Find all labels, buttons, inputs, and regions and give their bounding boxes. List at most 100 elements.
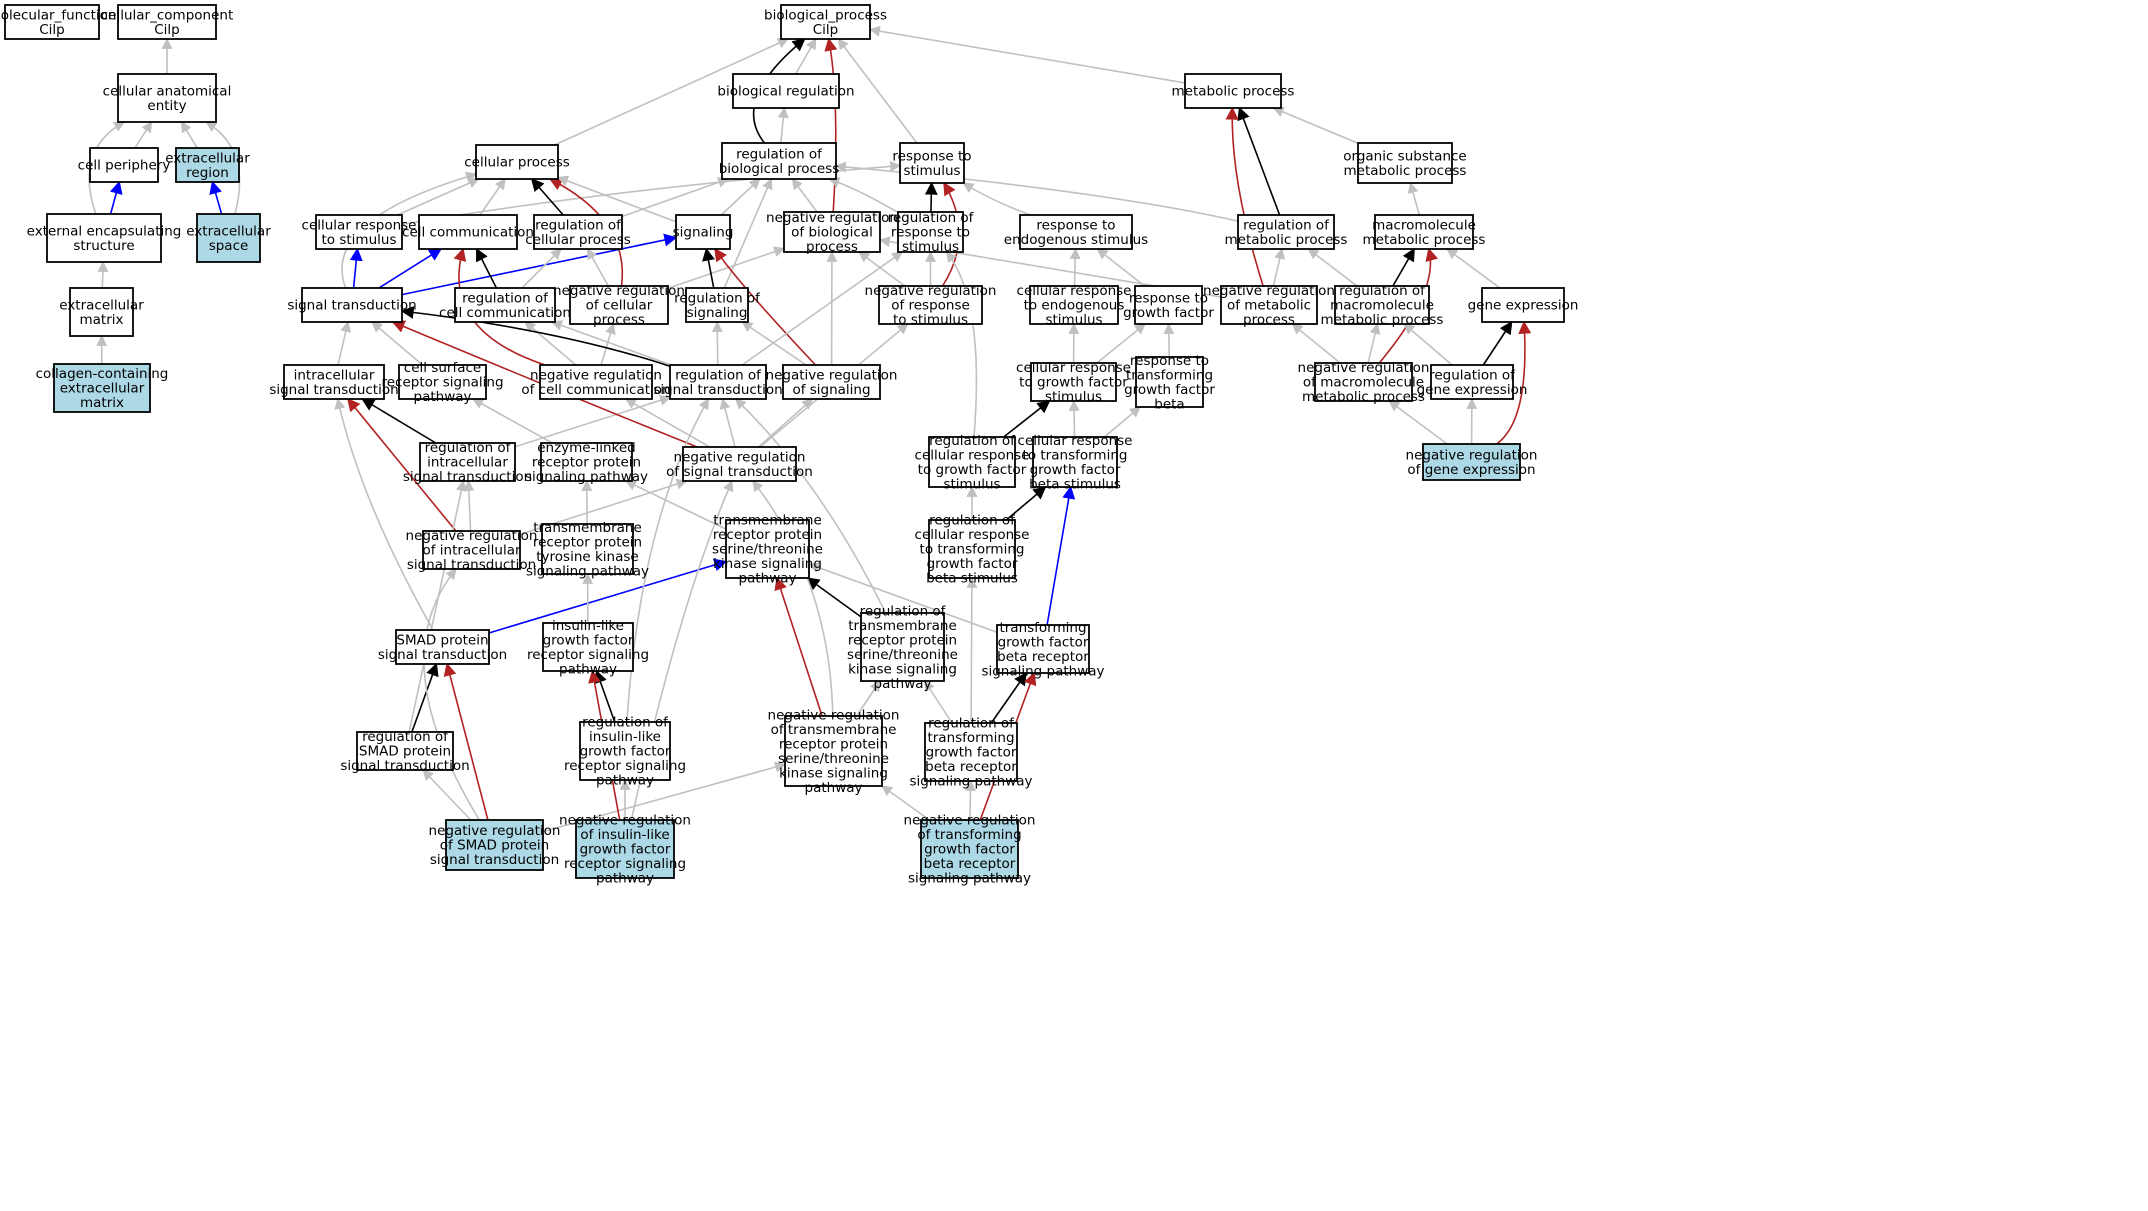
node-label-line: molecular_function [0,7,116,23]
node-label-line: cellular response [915,447,1030,463]
node-box [454,287,556,323]
edge-default-negregmmp-to-regmmp [1367,322,1381,364]
node-label-line: pathway [739,571,797,587]
node-label-line: stimulus [1045,312,1102,328]
node-box [675,214,731,250]
node-label-line: receptor protein [532,455,641,471]
node-label-line: structure [73,238,134,254]
edge-default-negregrstim-to-negregbp [858,251,906,287]
node-box [899,142,965,184]
node-label-line: regulation of [362,729,449,745]
node-label-line: growth factor [1030,462,1121,478]
node-label-line: of signal transduction [666,464,813,480]
node-label-line: signaling [687,305,748,321]
node-box [924,722,1018,782]
edge-layer [88,25,1532,833]
node-box [1357,142,1453,184]
go-term-node-sigtrans[interactable]: signal transduction [287,287,417,323]
node-box [53,363,151,413]
node-label-line: macromolecule [1330,298,1434,314]
node-box [422,530,521,570]
go-term-node-cper[interactable]: cell periphery [78,147,171,183]
node-label-line: cellular response [1017,283,1132,299]
go-term-node-geneexp[interactable]: gene expression [1468,287,1579,323]
node-label-line: pathway [414,389,472,405]
go-term-node-breg[interactable]: biological regulation [717,73,855,109]
node-label-line: negative regulation [1406,447,1538,463]
go-term-node-metab[interactable]: metabolic process [1172,73,1295,109]
edge-is-a-regcrtgfb-to-crtgfb [1005,486,1047,521]
go-term-node-ccomm[interactable]: cell communication [402,214,534,250]
node-label-line: regulation of [535,217,622,233]
node-box [1135,356,1204,408]
go-term-node-signaling[interactable]: signaling [673,214,734,250]
edge-default-cper-to-cae [134,121,153,149]
node-label-line: extracellular [186,223,271,239]
go-term-node-cellp[interactable]: cellular process [464,144,570,180]
node-layer: molecular_functionCilpcellular_component… [0,4,1579,887]
edge-default-negregsmad-to-regsmad [422,769,472,821]
node-label-line: intracellular [294,367,375,383]
node-label-line: regulation of [462,290,549,306]
node-label-line: serine/threonine [778,751,889,767]
node-box [315,214,403,250]
